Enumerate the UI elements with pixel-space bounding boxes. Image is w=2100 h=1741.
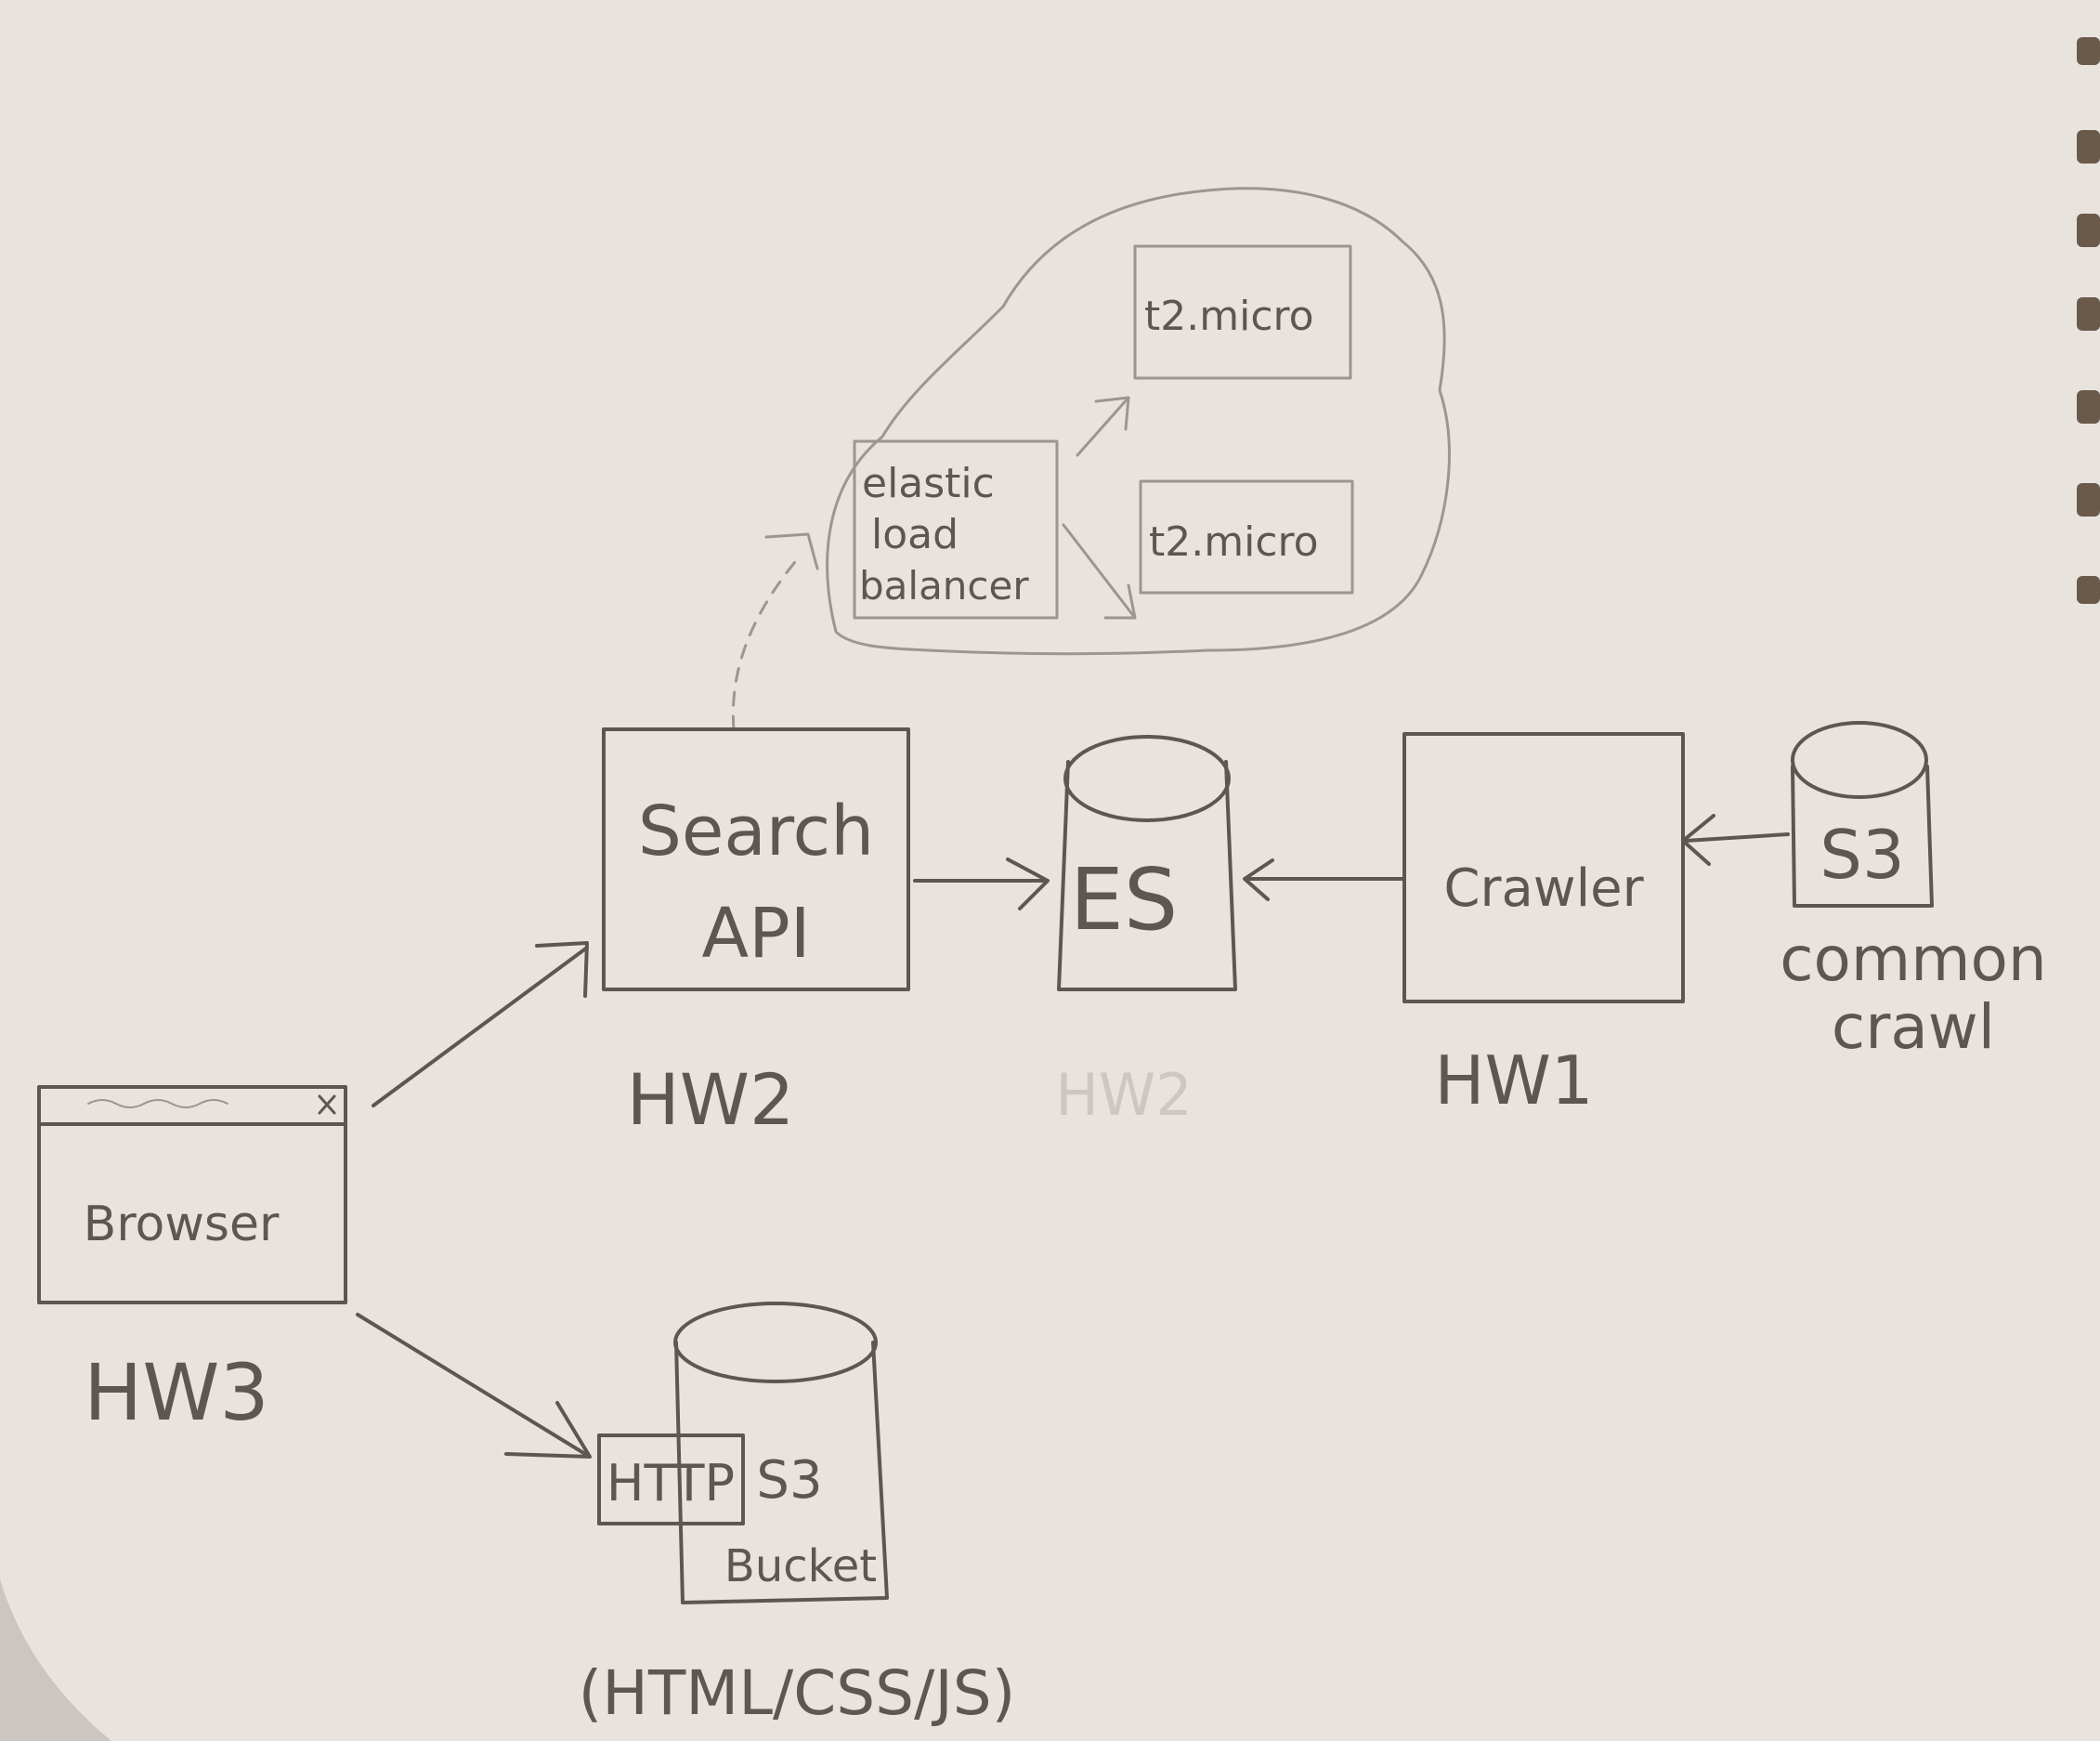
edge-browser-to-search-api: [372, 941, 589, 1107]
spiral-binding: [2077, 37, 2100, 604]
s3-source-cylinder: [1791, 765, 1934, 908]
ec2-top-box: [1133, 244, 1352, 380]
s3-bucket-label-line1: S3: [756, 1450, 822, 1511]
cloud-outline: [826, 187, 1451, 656]
crawler-node: Crawler HW1: [1402, 732, 1685, 1119]
s3-bucket-node: HTTP S3 Bucket (HTML/CSS/JS): [579, 1302, 1016, 1729]
browser-label: Browser: [84, 1197, 280, 1252]
search-api-label-line1: Search: [638, 792, 874, 871]
elb-box: [853, 439, 1059, 620]
http-box: [597, 1433, 745, 1525]
elb-label-line3: balancer: [859, 563, 1029, 609]
elb-node: elastic load balancer: [853, 439, 1059, 620]
s3-source-label: S3: [1820, 816, 1905, 894]
edge-search-api-to-es: [913, 857, 1050, 910]
es-cylinder-top: [1063, 735, 1231, 822]
browser-caption: HW3: [84, 1347, 269, 1438]
edge-browser-to-s3-bucket: [356, 1313, 592, 1459]
es-node: ES HW2: [1055, 735, 1237, 1129]
s3-source-caption-line2: crawl: [1832, 991, 1995, 1063]
s3-source-caption-line1: common: [1780, 923, 2046, 995]
edge-s3-to-crawler: [1681, 814, 1790, 866]
search-api-box: [602, 727, 910, 991]
s3-bucket-label-line2: Bucket: [724, 1540, 877, 1592]
crawler-caption: HW1: [1434, 1041, 1593, 1119]
ec2-bottom-node: t2.micro: [1139, 479, 1354, 595]
ec2-bottom-label: t2.micro: [1149, 518, 1319, 566]
browser-address-squiggle: [87, 1099, 228, 1108]
search-api-caption: HW2: [627, 1058, 795, 1141]
s3-source-cylinder-top: [1791, 721, 1928, 799]
edge-crawler-to-es: [1243, 858, 1406, 901]
s3-bucket-caption: (HTML/CSS/JS): [579, 1657, 1016, 1729]
s3-bucket-cylinder: [674, 1341, 889, 1604]
edge-elb-to-ec2-bottom: [1062, 523, 1137, 620]
edge-search-api-to-elb: [731, 532, 819, 731]
elb-label-line1: elastic: [862, 460, 995, 507]
browser-node: Browser HW3: [37, 1085, 347, 1438]
search-api-label-line2: API: [701, 894, 810, 974]
crawler-box: [1402, 732, 1685, 1003]
http-label: HTTP: [607, 1454, 735, 1512]
es-label: ES: [1070, 850, 1179, 949]
ec2-top-label: t2.micro: [1144, 293, 1314, 340]
crawler-label: Crawler: [1443, 858, 1644, 919]
edge-elb-to-ec2-top: [1076, 396, 1130, 457]
s3-bucket-cylinder-top: [673, 1302, 878, 1383]
elb-label-line2: load: [871, 511, 959, 558]
browser-close-icon: [318, 1094, 336, 1115]
es-caption: HW2: [1055, 1061, 1192, 1129]
paper-shadow: [0, 1579, 111, 1741]
ec2-bottom-box: [1139, 479, 1354, 595]
browser-window: [37, 1085, 347, 1304]
ec2-top-node: t2.micro: [1133, 244, 1352, 380]
s3-source-node: S3 common crawl: [1780, 721, 2047, 1063]
search-api-node: Search API HW2: [602, 727, 910, 1141]
es-cylinder: [1057, 760, 1237, 991]
